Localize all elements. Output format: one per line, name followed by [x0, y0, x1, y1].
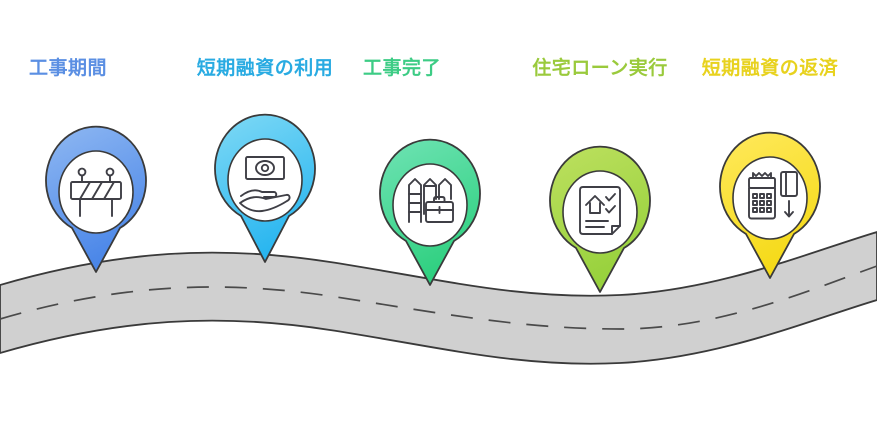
pin-step-3[interactable] [379, 138, 481, 286]
pin-step-4[interactable] [549, 145, 651, 293]
step-label-2: 短期融資の利用 [196, 58, 334, 79]
pin-inner-circle-2 [227, 138, 303, 222]
step-label-3: 工事完了 [362, 58, 442, 79]
house-document-check-icon [579, 186, 621, 235]
step-label-5: 短期融資の返済 [701, 58, 839, 79]
road-surface [0, 231, 877, 365]
pin-step-2[interactable] [214, 113, 316, 263]
road-center-dashes [0, 265, 877, 330]
pin-inner-circle-3 [392, 163, 468, 247]
pin-step-1[interactable] [45, 125, 147, 273]
card-terminal-payment-icon [748, 171, 798, 220]
building-toolbox-icon [408, 178, 454, 223]
step-label-4: 住宅ローン実行 [532, 58, 668, 79]
construction-barrier-icon [70, 167, 122, 217]
cash-in-hand-icon [239, 156, 291, 213]
pin-step-5[interactable] [719, 131, 821, 279]
step-label-1: 工事期間 [28, 58, 108, 79]
